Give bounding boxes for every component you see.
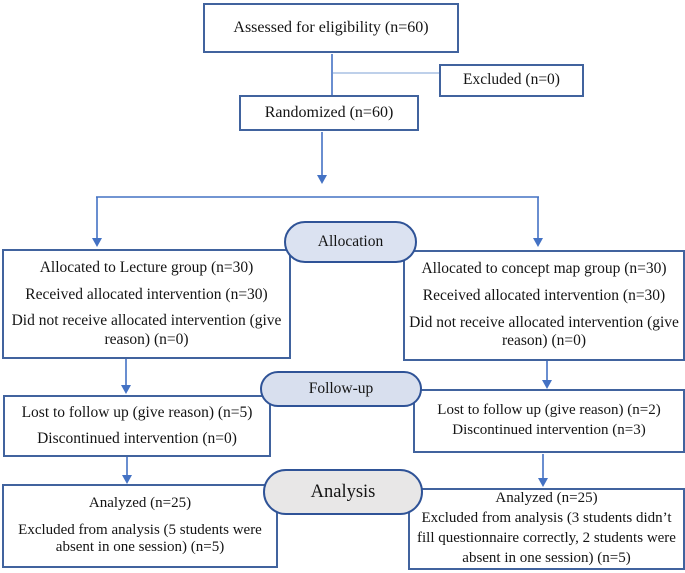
followup-left-line: Lost to follow up (give reason) (n=5) <box>21 404 253 422</box>
connector-followup-analysis-right <box>538 454 548 487</box>
followup-right-line: Lost to follow up (give reason) (n=2) <box>437 402 661 419</box>
allocation-right-line: Allocated to concept map group (n=30) <box>421 260 667 278</box>
followup-left-line: Discontinued intervention (n=0) <box>37 429 237 447</box>
assessed-eligibility-text: Assessed for eligibility (n=60) <box>233 18 429 36</box>
allocation-left-line: Received allocated intervention (n=30) <box>25 285 268 303</box>
followup-right-line: Discontinued intervention (n=3) <box>452 422 646 438</box>
randomized-box: Randomized (n=60) <box>239 95 419 131</box>
excluded-box: Excluded (n=0) <box>439 64 584 97</box>
followup-left-box: Lost to follow up (give reason) (n=5) Di… <box>3 395 271 457</box>
followup-stage-oval: Follow-up <box>260 371 422 407</box>
analysis-stage-oval: Analysis <box>263 469 423 515</box>
allocation-left-line: Did not receive allocated intervention (… <box>11 312 282 348</box>
allocation-left-box: Allocated to Lecture group (n=30) Receiv… <box>2 249 291 359</box>
allocation-stage-label: Allocation <box>317 233 384 250</box>
randomized-text: Randomized (n=60) <box>264 103 394 121</box>
connector-branch-left <box>92 197 102 247</box>
assessed-eligibility-box: Assessed for eligibility (n=60) <box>203 3 459 53</box>
followup-right-box: Lost to follow up (give reason) (n=2) Di… <box>413 389 685 453</box>
analysis-left-line: Analyzed (n=25) <box>88 494 192 511</box>
analysis-right-box: Analyzed (n=25) Excluded from analysis (… <box>408 488 685 570</box>
allocation-right-line: Did not receive allocated intervention (… <box>409 313 679 350</box>
connector-branch-right <box>533 197 543 247</box>
analysis-right-line: Analyzed (n=25) <box>495 490 598 507</box>
allocation-left-line: Allocated to Lecture group (n=30) <box>39 259 254 277</box>
analysis-left-box: Analyzed (n=25) Excluded from analysis (… <box>2 484 278 568</box>
allocation-right-line: Received allocated intervention (n=30) <box>422 287 666 305</box>
excluded-text: Excluded (n=0) <box>463 71 560 89</box>
followup-stage-label: Follow-up <box>308 380 374 397</box>
connector-randomized-branch <box>317 132 327 184</box>
connector-alloc-followup-left <box>121 359 131 394</box>
analysis-right-line: Excluded from analysis (3 students didn’… <box>417 510 676 566</box>
connector-alloc-followup-right <box>542 361 552 389</box>
allocation-stage-oval: Allocation <box>284 221 417 263</box>
allocation-right-box: Allocated to concept map group (n=30) Re… <box>403 250 685 361</box>
analysis-left-line: Excluded from analysis (5 students were … <box>18 521 262 556</box>
connector-followup-analysis-left <box>122 457 132 484</box>
analysis-stage-label: Analysis <box>310 481 376 502</box>
